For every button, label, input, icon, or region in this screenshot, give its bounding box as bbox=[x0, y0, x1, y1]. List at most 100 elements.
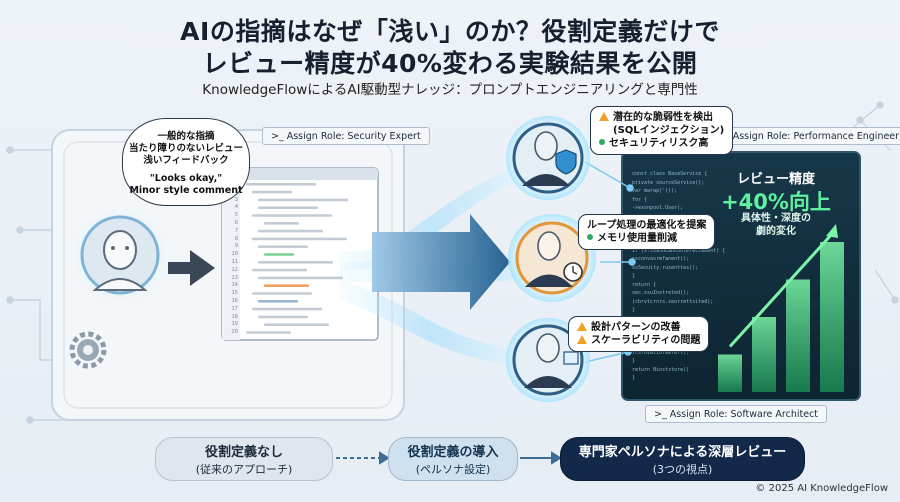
line-number: 16 bbox=[231, 297, 238, 304]
line-number: 13 bbox=[231, 274, 238, 281]
code-line bbox=[264, 222, 299, 225]
chart-bar bbox=[718, 354, 742, 392]
accuracy-value: +40%向上 bbox=[721, 190, 831, 214]
arrow-robot-to-code bbox=[168, 250, 215, 286]
security-expert-avatar bbox=[506, 116, 590, 200]
code-line bbox=[258, 229, 323, 233]
panel-code-line: (csrovatioreerert); bbox=[632, 349, 690, 356]
role-tag-security: >_ Assign Role: Security Expert bbox=[262, 127, 430, 145]
panel-code-line: var mwrap('()); bbox=[632, 188, 678, 194]
code-line bbox=[252, 307, 322, 311]
step-expert-review: 専門家ペルソナによる深層レビュー (3つの視点) bbox=[560, 437, 805, 481]
role-tag-architect: >_ Assign Role: Software Architect bbox=[645, 405, 828, 423]
line-number: 10 bbox=[231, 251, 238, 258]
step-role-introduction: 役割定義の導入 (ペルソナ設定) bbox=[388, 437, 518, 481]
accuracy-note-line: 具体性・深度の bbox=[741, 213, 811, 224]
callout-text: セキュリティリスク高 bbox=[609, 138, 709, 149]
callout-security: 潜在的な脆弱性を検出 (SQLインジェクション) セキュリティリスク高 bbox=[590, 106, 734, 155]
accuracy-note-line: 劇的変化 bbox=[756, 226, 796, 237]
shallow-feedback-bubble: 一般的な指摘 当たり障りのないレビュー 浅いフィードバック "Looks oka… bbox=[122, 118, 250, 206]
code-line bbox=[258, 206, 318, 209]
gear-icon bbox=[69, 331, 107, 369]
line-number: 9 bbox=[234, 243, 238, 250]
code-line bbox=[252, 237, 347, 241]
code-line bbox=[258, 261, 333, 264]
line-number: 6 bbox=[234, 219, 238, 226]
bullet-icon bbox=[587, 234, 593, 240]
subtitle: KnowledgeFlowによるAI駆動型ナレッジ：プロンプトエンジニアリングと… bbox=[202, 82, 698, 98]
panel-code-line: } bbox=[632, 273, 636, 279]
editor-code-lines bbox=[246, 183, 348, 334]
code-line bbox=[258, 300, 298, 303]
title-line-1: AIの指摘はなぜ「浅い」のか？役割定義だけで bbox=[180, 17, 720, 46]
line-number: 8 bbox=[234, 235, 238, 242]
code-line bbox=[246, 331, 291, 334]
shield-icon bbox=[555, 149, 577, 175]
line-number: 12 bbox=[231, 266, 238, 273]
warning-icon bbox=[599, 112, 609, 121]
code-line bbox=[252, 292, 312, 295]
warning-icon bbox=[577, 335, 587, 344]
step-note: (従来のアプローチ) bbox=[195, 463, 293, 476]
step-note: (3つの視点) bbox=[652, 463, 713, 476]
panel-code-line: sec.ssuInstreted(); bbox=[632, 290, 690, 296]
accuracy-note: 具体性・深度の 劇的変化 bbox=[708, 212, 844, 238]
code-line bbox=[258, 315, 308, 319]
line-number: 20 bbox=[231, 329, 238, 336]
line-number: 14 bbox=[231, 282, 238, 289]
robot-avatar bbox=[72, 207, 168, 303]
code-line bbox=[264, 253, 294, 256]
line-number: 15 bbox=[231, 290, 238, 297]
panel-code-line: return { bbox=[632, 281, 657, 288]
panel-code-line: } bbox=[632, 307, 636, 313]
trend-line bbox=[728, 232, 834, 348]
panel-code-line: } bbox=[632, 358, 636, 364]
bubble-line: 当たり障りのないレビュー bbox=[128, 143, 243, 154]
line-number: 4 bbox=[234, 204, 238, 211]
chart-bar bbox=[786, 279, 810, 392]
line-number: 17 bbox=[231, 305, 238, 312]
bubble-line: Minor style comment bbox=[129, 185, 243, 196]
step-title: 役割定義の導入 bbox=[407, 445, 499, 460]
line-number: 19 bbox=[231, 321, 238, 328]
code-line bbox=[264, 284, 309, 287]
step-title: 専門家ペルソナによる深層レビュー bbox=[578, 445, 787, 460]
line-number: 18 bbox=[231, 313, 238, 320]
stopwatch-icon bbox=[563, 262, 583, 282]
callout-text: 潜在的な脆弱性を検出 bbox=[613, 112, 713, 123]
panel-code-line: if (x.ssendCanContereClement) { bbox=[632, 247, 726, 254]
panel-code-line: } bbox=[632, 375, 636, 381]
panel-code-line: private sourceService(); bbox=[632, 179, 705, 186]
role-tag-performance: >_ Assign Role: Performance Engineer bbox=[708, 127, 900, 145]
callout-text: メモリ使用量削減 bbox=[597, 233, 677, 244]
panel-code-line: ssconvasrmfanent(); bbox=[632, 256, 690, 262]
code-line bbox=[264, 323, 329, 326]
line-number: 5 bbox=[234, 212, 238, 219]
callout-text: (SQLインジェクション) bbox=[613, 125, 725, 136]
bubble-line: 浅いフィードバック bbox=[143, 155, 229, 166]
chart-bar bbox=[752, 317, 776, 392]
chart-bar bbox=[820, 242, 844, 392]
panel-code-line: (cbrvtcrnrs.seorrettsited); bbox=[632, 298, 714, 305]
copyright: © 2025 AI KnowledgeFlow bbox=[755, 483, 888, 494]
software-architect-avatar bbox=[506, 318, 590, 402]
line-number: 11 bbox=[231, 258, 238, 265]
panel-code-line: ->exsnpool.User); bbox=[632, 205, 684, 211]
main-transform-arrow bbox=[372, 214, 510, 310]
accuracy-chart bbox=[718, 224, 844, 392]
persona-connectors bbox=[584, 161, 636, 363]
callout-architect: 設計パターンの改善 スケーラビリティの問題 bbox=[568, 316, 710, 352]
line-number: 3 bbox=[234, 196, 238, 203]
beam-security bbox=[340, 165, 520, 271]
title-line-2: レビュー精度が40%変わる実験結果を公開 bbox=[202, 49, 698, 78]
code-line bbox=[252, 190, 292, 194]
line-number: 7 bbox=[234, 227, 238, 234]
callout-text: ループ処理の最適化を提案 bbox=[587, 220, 707, 231]
warning-icon bbox=[577, 322, 587, 331]
panel-code-line: ssSecuity.rusenttes(); bbox=[632, 264, 699, 271]
step-no-role: 役割定義なし (従来のアプローチ) bbox=[155, 437, 333, 481]
callout-performance: ループ処理の最適化を提案 メモリ使用量削減 bbox=[578, 214, 716, 250]
code-line bbox=[246, 183, 316, 186]
